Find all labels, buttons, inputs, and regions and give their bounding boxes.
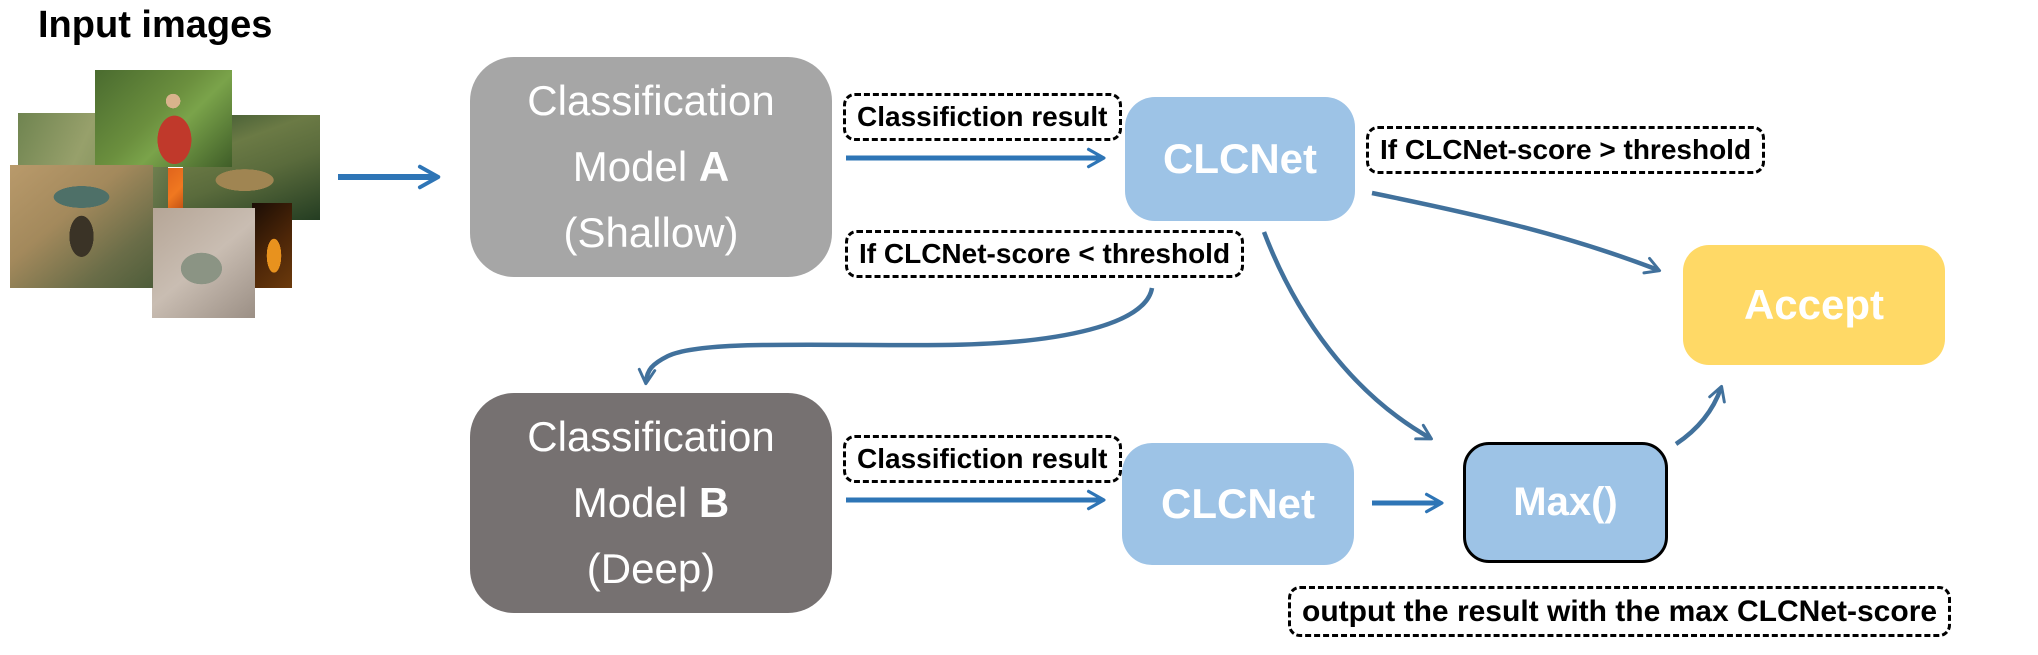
label-output-max-score: output the result with the max CLCNet-sc… [1288, 586, 1952, 637]
node-clcnet-top: CLCNet [1125, 97, 1355, 221]
curve-clcnet-to-max [1261, 231, 1433, 441]
label-classification-result-bottom: Classifiction result [843, 435, 1122, 484]
model-b-line2: Model B [572, 479, 730, 526]
input-images-collage [0, 55, 330, 345]
node-clcnet-bottom: CLCNet [1122, 443, 1354, 565]
max-label: Max() [1513, 480, 1618, 524]
clcnet-top-label: CLCNet [1163, 135, 1317, 182]
clcnet-bottom-label: CLCNet [1161, 480, 1315, 527]
node-model-a: Classification Model A (Shallow) [470, 57, 832, 277]
model-a-line3: (Shallow) [563, 209, 739, 256]
label-classification-result-top: Classifiction result [843, 93, 1122, 142]
node-max: Max() [1463, 442, 1668, 563]
page-title: Input images [38, 4, 273, 46]
model-a-line1: Classification [527, 77, 775, 124]
model-b-line1: Classification [527, 413, 775, 460]
accept-label: Accept [1743, 281, 1885, 328]
photo-koi-fish [252, 203, 292, 288]
label-if-score-lt-threshold: If CLCNet-score < threshold [845, 230, 1245, 279]
model-b-line3: (Deep) [586, 545, 716, 592]
curve-clcnet-to-accept [1371, 190, 1662, 275]
curve-max-to-accept [1674, 384, 1726, 446]
photo-boy-fishing [95, 70, 232, 167]
node-accept: Accept [1683, 245, 1945, 365]
photo-bird-feeder [10, 165, 153, 288]
curve-to-model-b [637, 287, 1155, 386]
photo-stingray [152, 208, 255, 318]
label-if-score-gt-threshold: If CLCNet-score > threshold [1366, 126, 1766, 175]
node-model-b: Classification Model B (Deep) [470, 393, 832, 613]
model-a-line2: Model A [572, 143, 730, 190]
